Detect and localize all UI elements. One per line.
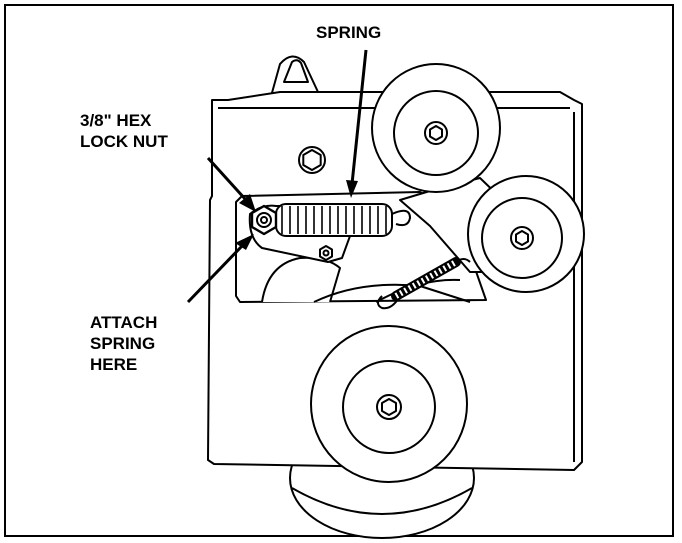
right-idler-pulley bbox=[467, 175, 585, 293]
plate-bolt bbox=[298, 146, 326, 174]
attach-label-line-1: ATTACH bbox=[90, 313, 158, 332]
attach-leader-arrow bbox=[186, 234, 254, 304]
hex-lock-nut-label-line-1: 3/8" HEX bbox=[80, 111, 152, 130]
bottom-pulley bbox=[310, 325, 468, 483]
spring-leader-arrow bbox=[346, 49, 368, 198]
extension-spring bbox=[275, 203, 411, 237]
spring-label-text: SPRING bbox=[316, 23, 382, 42]
secondary-spring bbox=[377, 257, 471, 310]
top-pulley bbox=[371, 63, 501, 193]
spring-label: SPRING bbox=[316, 22, 381, 43]
hex-nut-leader-arrow bbox=[206, 156, 256, 212]
attach-spring-here-label: ATTACH SPRING HERE bbox=[90, 312, 157, 375]
hex-lock-nut-label-line-2: LOCK NUT bbox=[80, 132, 168, 151]
hex-lock-nut-label: 3/8" HEX LOCK NUT bbox=[80, 110, 168, 152]
mounting-tab bbox=[269, 55, 319, 101]
attach-label-line-2: SPRING bbox=[90, 334, 156, 353]
attach-label-line-3: HERE bbox=[90, 355, 138, 374]
hex-lock-nut bbox=[250, 204, 278, 236]
arm-nut bbox=[319, 245, 333, 261]
